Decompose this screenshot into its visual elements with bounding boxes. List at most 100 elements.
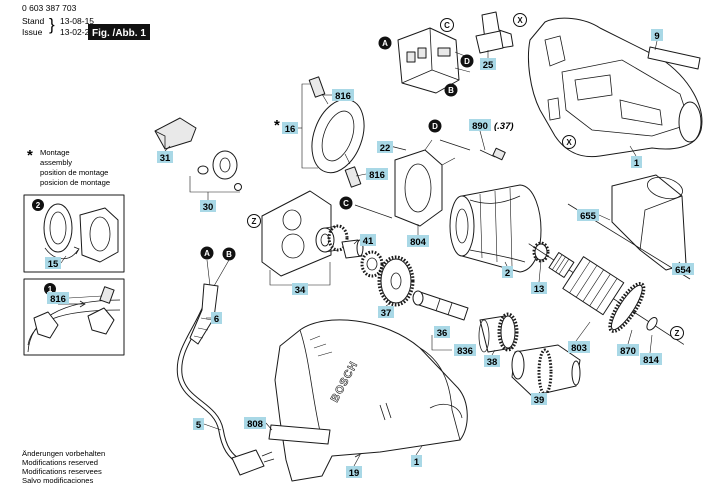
part-number: 814	[643, 355, 660, 366]
marker-disc	[670, 326, 684, 340]
step-marker	[32, 199, 44, 211]
part-label: 5	[193, 418, 204, 431]
part-number: 836	[457, 346, 473, 357]
brush-ring-assembly	[301, 76, 365, 188]
sleeve	[341, 239, 364, 259]
issue-date: 13-02-21	[60, 27, 94, 37]
switch-terminal	[437, 47, 451, 57]
header-brace: }	[49, 15, 55, 34]
label-box	[366, 168, 388, 180]
footer-line: Änderungen vorbehalten	[22, 449, 105, 458]
leader	[415, 445, 423, 456]
bearing-plate	[261, 190, 332, 286]
part-label: 34	[292, 283, 308, 296]
group-bracket	[301, 83, 318, 169]
plate-body	[394, 149, 443, 227]
montage-line: assembly	[40, 158, 72, 167]
housing-nose	[678, 101, 702, 143]
group-bracket	[431, 335, 452, 351]
switch-terminal	[406, 51, 416, 63]
label-box	[484, 355, 500, 367]
needle-bearing	[315, 224, 349, 253]
spring-bore	[366, 257, 378, 271]
part-number: 816	[335, 91, 351, 102]
cord-body	[177, 299, 241, 464]
part-label: 15	[45, 257, 61, 270]
label-box	[378, 306, 394, 318]
part-number: 1	[414, 457, 420, 468]
gear-body	[380, 258, 412, 304]
plug	[231, 449, 265, 476]
label-box	[377, 141, 393, 153]
montage-line: Montage	[40, 148, 70, 157]
housing-rib	[544, 35, 566, 67]
part-number: 870	[620, 346, 636, 357]
armature	[528, 243, 685, 345]
part-number: 30	[203, 202, 214, 213]
part-number: 41	[363, 236, 374, 247]
marker: C	[339, 196, 353, 210]
marker-letter: A	[204, 249, 210, 258]
stand-label: Stand	[22, 16, 44, 26]
part-label: 36	[434, 326, 450, 339]
field-coil	[449, 184, 542, 273]
part-label: 836	[454, 344, 476, 357]
marker: Z	[247, 214, 261, 228]
spindle-ring	[435, 298, 453, 316]
marker-letter: X	[517, 16, 523, 25]
label-box	[631, 156, 642, 168]
group-bracket	[189, 176, 240, 193]
marker: X	[513, 13, 527, 27]
part-label: 654	[672, 263, 694, 276]
plug-pins	[261, 451, 275, 463]
label-box	[360, 234, 376, 246]
leader	[164, 145, 171, 152]
part-label: 41	[360, 234, 376, 247]
leader	[538, 260, 542, 283]
brush-ring-inner	[321, 110, 355, 162]
housing-rib	[619, 99, 663, 126]
part-label: 804	[407, 235, 429, 248]
handle-edge	[639, 195, 683, 251]
brush-plate	[79, 207, 119, 263]
carbon-brush	[308, 76, 326, 98]
part-number: 16	[285, 124, 296, 135]
part-note: (.37)	[494, 121, 514, 132]
connector-d	[439, 139, 471, 151]
bearing-teeth	[497, 312, 519, 352]
stand-date: 13-08-15	[60, 16, 94, 26]
armature-bearing	[646, 317, 658, 331]
marker-disc	[222, 247, 236, 261]
marker: A	[378, 36, 392, 50]
part-label: 803	[568, 341, 590, 354]
marker-letter: Z	[675, 329, 680, 338]
part-label: 25	[480, 58, 496, 71]
part-number: 15	[48, 259, 59, 270]
part-label: 2	[502, 266, 513, 279]
part-number: 804	[410, 237, 427, 248]
part-number: 19	[349, 468, 360, 479]
spindle-bearing	[478, 312, 519, 353]
part-label: 655	[577, 209, 599, 222]
marker-letter: Z	[252, 217, 257, 226]
assembly-asterisk: *	[274, 117, 280, 134]
chuck-body	[511, 344, 581, 397]
marker: B	[444, 83, 458, 97]
part-label: 31	[157, 151, 173, 164]
marker: B	[222, 247, 236, 261]
handle-ring	[647, 176, 683, 200]
marker: D	[428, 119, 442, 133]
label-box	[651, 29, 663, 41]
label-box	[454, 344, 476, 356]
plate-hole	[282, 209, 302, 231]
leader	[479, 130, 486, 151]
part-number: 2	[505, 268, 510, 279]
marker-disc	[378, 36, 392, 50]
leader	[491, 349, 496, 356]
arrow-head	[79, 300, 86, 308]
leader	[538, 391, 541, 394]
marker-letter: D	[464, 57, 470, 66]
switch-terminal	[417, 47, 427, 59]
marker: A	[200, 246, 214, 260]
brush-ring-inner	[49, 211, 67, 245]
